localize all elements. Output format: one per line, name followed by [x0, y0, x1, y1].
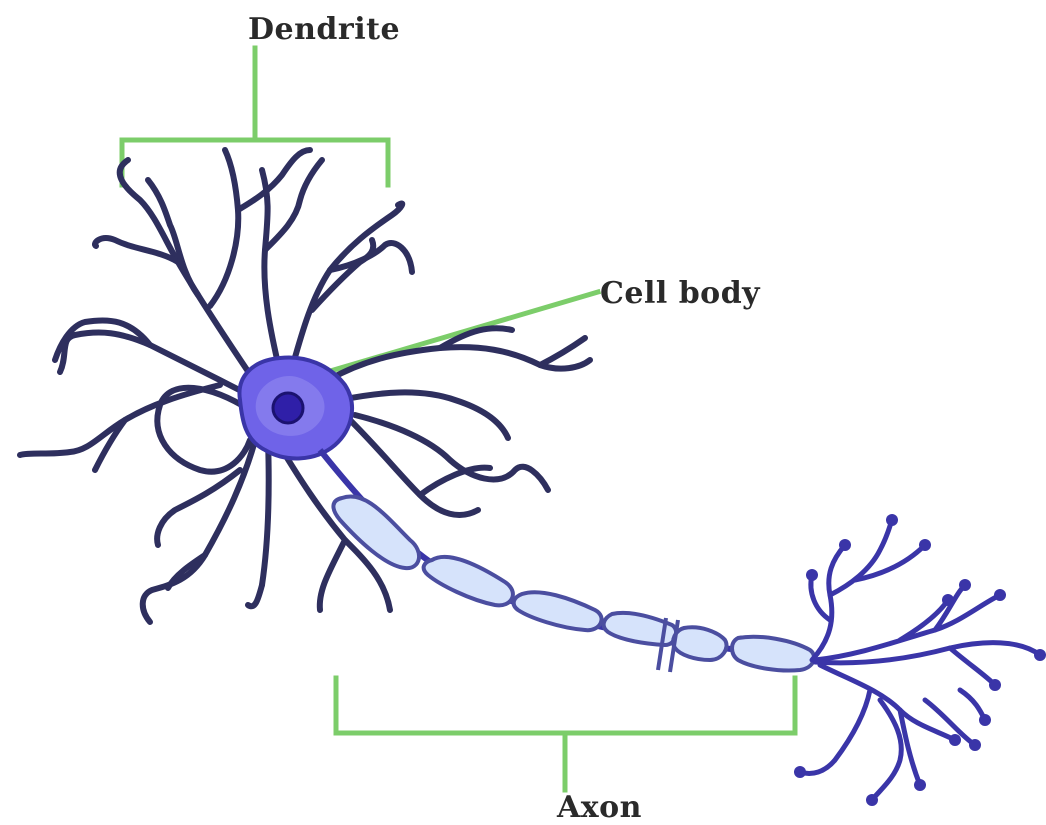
axon-label: Axon — [557, 790, 642, 825]
dendrite-bracket — [122, 48, 388, 185]
soma — [239, 357, 352, 458]
dendrite-label: Dendrite — [248, 12, 400, 47]
axon-bracket — [336, 678, 795, 790]
axon-terminals — [800, 520, 1040, 800]
cell-body-label: Cell body — [600, 276, 760, 311]
myelin-segments — [333, 496, 814, 670]
axon — [320, 450, 815, 672]
leader-lines — [122, 48, 795, 790]
nucleus — [273, 393, 303, 423]
